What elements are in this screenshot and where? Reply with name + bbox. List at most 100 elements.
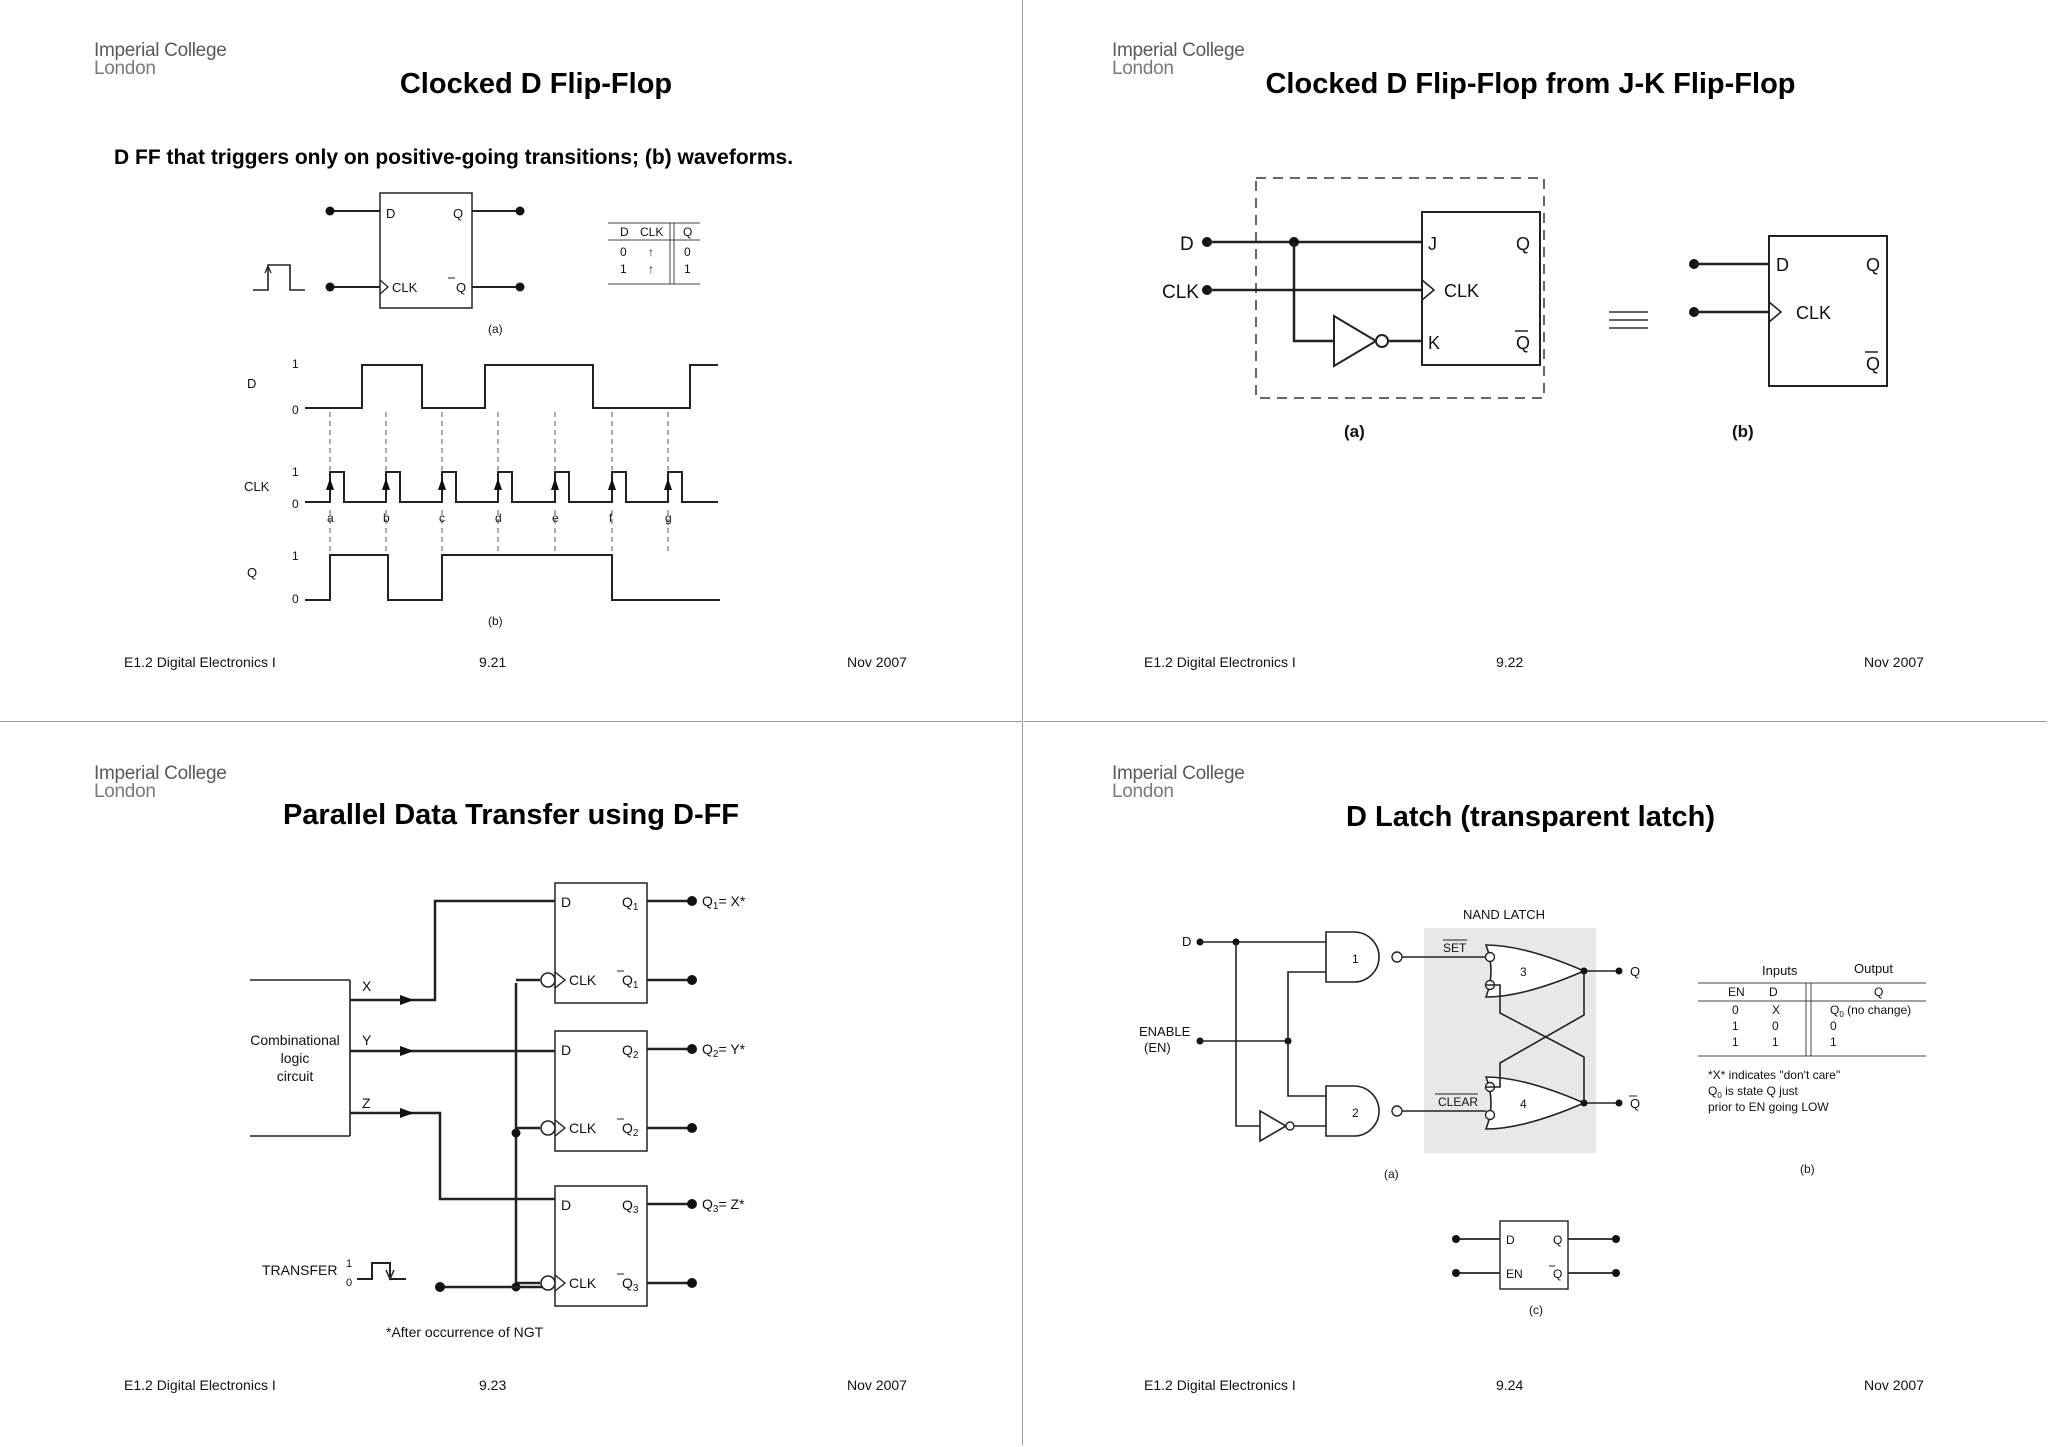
svg-text:CLK: CLK [569,1275,597,1291]
svg-text:NAND LATCH: NAND LATCH [1463,907,1545,922]
svg-text:Q3: Q3 [622,1275,639,1294]
svg-text:Q: Q [1553,1267,1562,1281]
svg-text:Q0 (no change): Q0 (no change) [1830,1003,1911,1019]
svg-text:SET: SET [1443,941,1467,955]
svg-text:CLK: CLK [640,225,663,239]
svg-text:CLK: CLK [392,280,418,295]
clock-edge-label: d [495,511,502,525]
slide-title: Clocked D Flip-Flop from J-K Flip-Flop [1265,68,1796,100]
svg-text:Q: Q [1516,234,1530,254]
slide-subtitle: D FF that triggers only on positive-goin… [114,146,794,169]
svg-text:2: 2 [1352,1106,1359,1120]
d-latch-diagram: NAND LATCH D ENABLE (EN) 1 2 SET CLEAR 3 [1139,907,1926,1317]
svg-text:(a): (a) [1344,422,1365,441]
clock-edge-label: g [665,511,672,525]
svg-text:EN: EN [1728,985,1745,999]
svg-text:Q1: Q1 [622,894,639,913]
svg-text:↑: ↑ [648,245,654,259]
svg-text:↑: ↑ [648,262,654,276]
svg-text:Q1= X*: Q1= X* [702,893,746,912]
svg-text:1: 1 [292,465,299,479]
d-flip-flop [554,1185,648,1307]
d-flip-flop [554,882,648,1004]
svg-text:Inputs: Inputs [1762,963,1798,978]
d-latch-symbol: D Q EN Q (c) [1452,1220,1620,1317]
clock-edge-label: f [609,511,613,525]
svg-text:CLK: CLK [244,479,270,494]
svg-text:Q: Q [1516,333,1530,353]
svg-text:Output: Output [1854,961,1893,976]
svg-text:*After occurrence of NGT: *After occurrence of NGT [386,1324,544,1340]
svg-text:0: 0 [292,497,299,511]
svg-text:D: D [247,376,256,391]
svg-text:(c): (c) [1529,1303,1543,1317]
svg-text:Q0 is state Q just: Q0 is state Q just [1708,1084,1798,1100]
svg-text:Q: Q [1553,1233,1562,1247]
svg-text:Q: Q [683,225,692,239]
svg-text:0: 0 [684,245,691,259]
svg-text:CLK: CLK [1444,281,1479,301]
clock-edge-label: e [552,511,559,525]
svg-text:(a): (a) [488,322,503,336]
d-flip-flop [554,1030,648,1152]
clock-edge-label: b [383,511,390,525]
svg-text:(a): (a) [1384,1167,1399,1181]
svg-text:3: 3 [1520,965,1527,979]
slide-title: D Latch (transparent latch) [1346,801,1715,833]
svg-text:1: 1 [1830,1035,1837,1049]
svg-text:Q3: Q3 [622,1197,639,1216]
svg-text:(b): (b) [1800,1162,1815,1176]
svg-text:CLK: CLK [1796,303,1831,323]
svg-text:Y: Y [362,1032,372,1048]
svg-text:TRANSFER: TRANSFER [262,1262,337,1278]
svg-text:1: 1 [292,357,299,371]
svg-text:D: D [561,1042,571,1058]
svg-text:Q: Q [1630,1096,1640,1111]
svg-text:*X* indicates "don't care": *X* indicates "don't care" [1708,1068,1840,1082]
svg-text:D: D [1182,934,1191,949]
truth-table: D CLK Q 0 ↑ 0 1 ↑ 1 [608,222,700,285]
svg-text:D: D [1180,234,1194,255]
svg-text:4: 4 [1520,1097,1527,1111]
svg-text:D: D [561,1197,571,1213]
svg-text:1: 1 [1772,1035,1779,1049]
latch-truth-table: Inputs Output EN D Q 0 X Q0 (no change) … [1698,961,1926,1176]
svg-text:0: 0 [620,245,627,259]
slide-title: Clocked D Flip-Flop [399,68,673,100]
svg-text:circuit: circuit [277,1068,314,1084]
svg-text:X: X [362,978,372,994]
svg-text:EN: EN [1506,1267,1523,1281]
svg-text:Q2= Y*: Q2= Y* [702,1041,746,1060]
svg-text:Q: Q [247,565,257,580]
clock-edge-label: a [327,511,334,525]
slide-title: Parallel Data Transfer using D-FF [282,799,740,831]
svg-text:1: 1 [1732,1035,1739,1049]
svg-text:Q2: Q2 [622,1042,639,1061]
clock-edge-label: c [439,511,445,525]
svg-text:Q: Q [456,280,466,295]
svg-text:0: 0 [346,1277,352,1289]
svg-text:CLEAR: CLEAR [1438,1095,1478,1109]
svg-text:Q: Q [1866,354,1880,374]
svg-text:Q: Q [453,206,463,221]
svg-text:Combinational: Combinational [250,1032,340,1048]
svg-text:D: D [1506,1233,1515,1247]
svg-text:Z: Z [362,1095,371,1111]
jk-to-d-diagram: D CLK J Q CLK K Q (a) D Q CLK Q (b) [1162,177,1888,441]
svg-text:Q: Q [1874,985,1883,999]
svg-text:(b): (b) [488,614,503,628]
svg-text:J: J [1428,234,1437,254]
d-flip-flop-diagram: D Q CLK Q (a) D CLK Q 0 ↑ 0 1 ↑ 1 D 1 [244,192,720,628]
svg-text:1: 1 [1732,1019,1739,1033]
svg-text:1: 1 [292,549,299,563]
svg-text:D: D [561,894,571,910]
svg-text:D: D [620,225,629,239]
svg-text:Q: Q [1630,964,1640,979]
